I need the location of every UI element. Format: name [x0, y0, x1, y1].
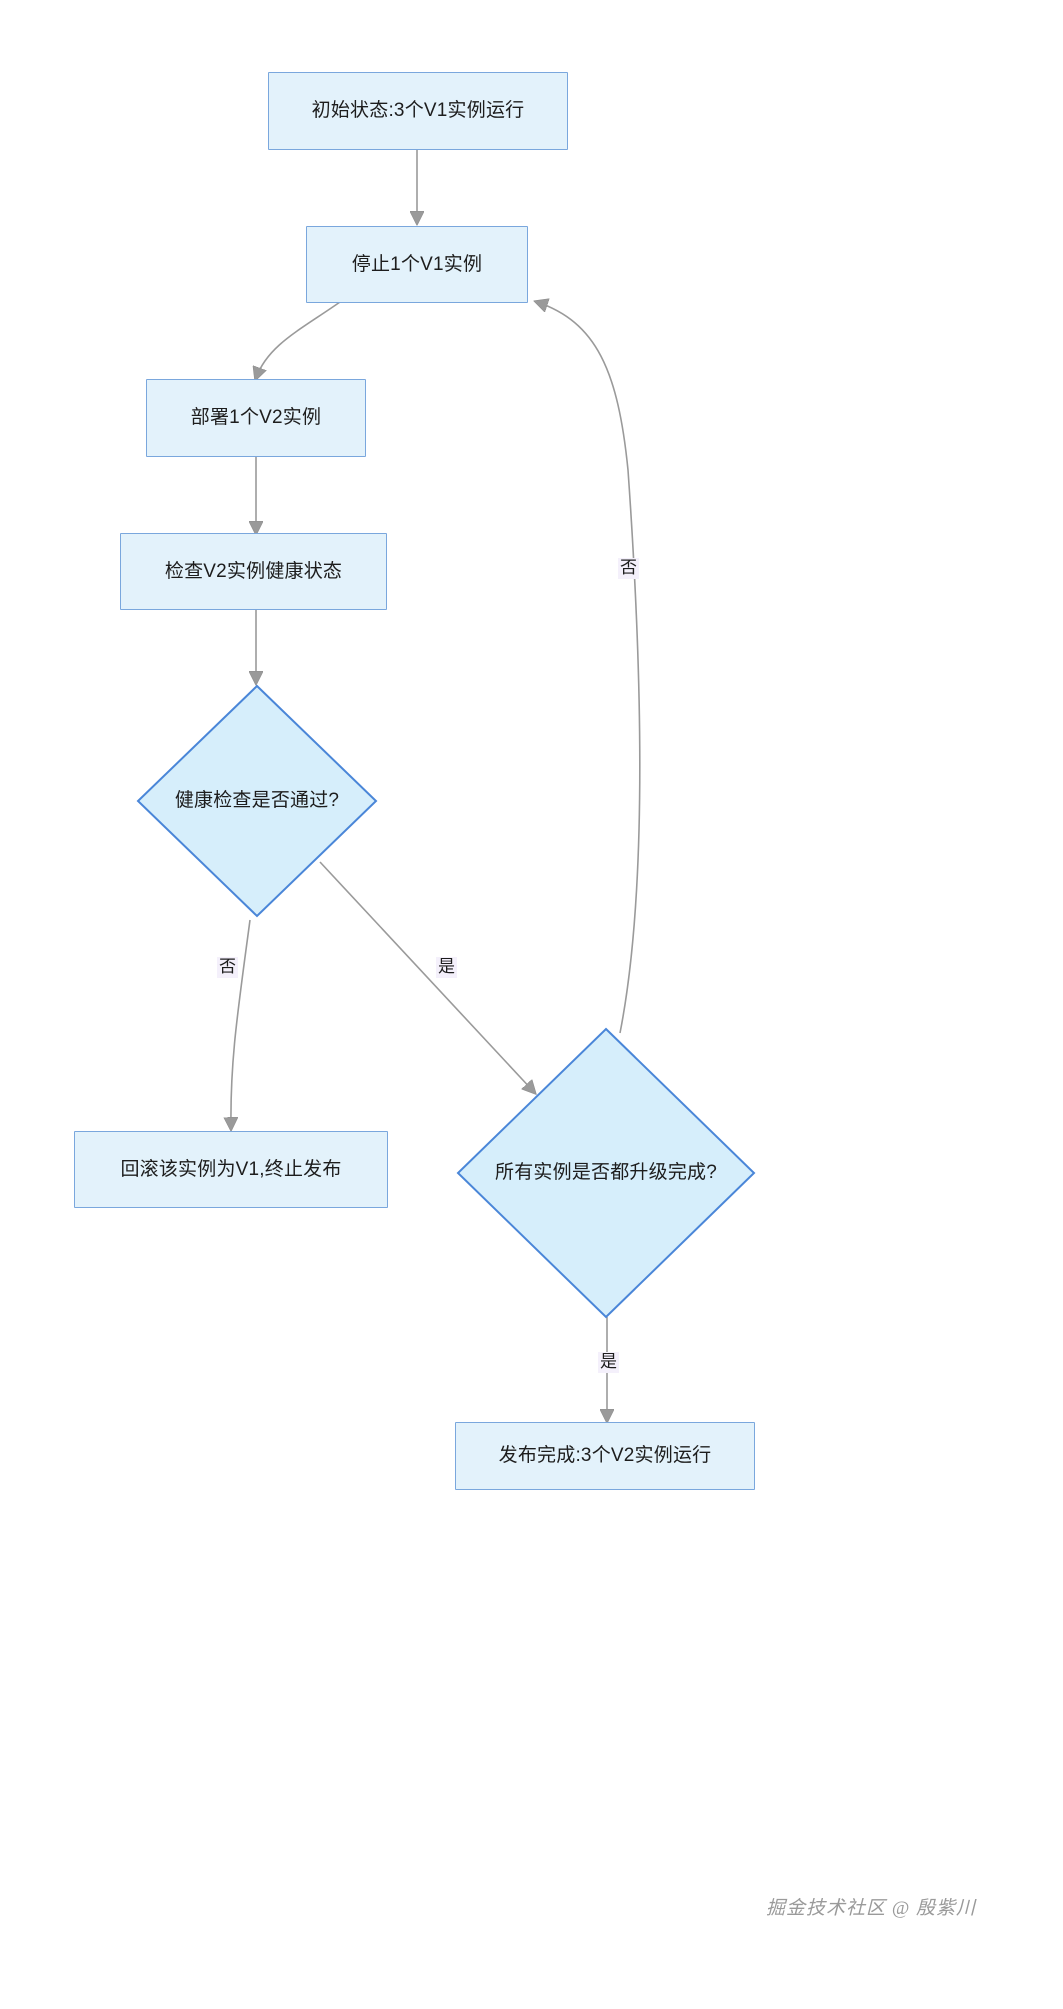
node-deploy-v2-label: 部署1个V2实例: [190, 407, 322, 429]
node-health-check[interactable]: 检查V2实例健康状态: [120, 533, 387, 610]
node-finish[interactable]: 发布完成:3个V2实例运行: [455, 1422, 755, 1490]
edge-stop-to-deploy: [256, 301, 341, 378]
watermark: 掘金技术社区 @ 殷紫川: [766, 1898, 976, 1919]
edge-label-health-yes: 是: [436, 957, 457, 978]
node-start-label: 初始状态:3个V1实例运行: [311, 100, 525, 122]
node-stop-v1-label: 停止1个V1实例: [351, 253, 483, 275]
node-start[interactable]: 初始状态:3个V1实例运行: [268, 72, 568, 150]
edge-alldone-no-to-stop: [537, 302, 641, 1034]
edge-label-health-no: 否: [217, 957, 238, 978]
node-finish-label: 发布完成:3个V2实例运行: [498, 1445, 712, 1467]
node-health-check-label: 检查V2实例健康状态: [164, 560, 343, 582]
edge-label-alldone-yes: 是: [598, 1352, 619, 1373]
edge-decision-no-to-rollback: [231, 919, 251, 1128]
diamond-shape: [136, 684, 378, 918]
node-health-decision-label: 健康检查是否通过?: [174, 790, 340, 812]
node-rollback[interactable]: 回滚该实例为V1,终止发布: [74, 1131, 388, 1208]
node-health-decision[interactable]: 健康检查是否通过?: [136, 684, 378, 918]
node-alldone-decision-label: 所有实例是否都升级完成?: [495, 1162, 717, 1184]
node-stop-v1[interactable]: 停止1个V1实例: [306, 226, 528, 303]
node-deploy-v2[interactable]: 部署1个V2实例: [146, 379, 366, 457]
node-rollback-label: 回滚该实例为V1,终止发布: [120, 1158, 342, 1180]
diamond-shape: [456, 1027, 756, 1319]
edge-label-alldone-no: 否: [618, 558, 639, 579]
node-alldone-decision[interactable]: 所有实例是否都升级完成?: [456, 1027, 756, 1319]
